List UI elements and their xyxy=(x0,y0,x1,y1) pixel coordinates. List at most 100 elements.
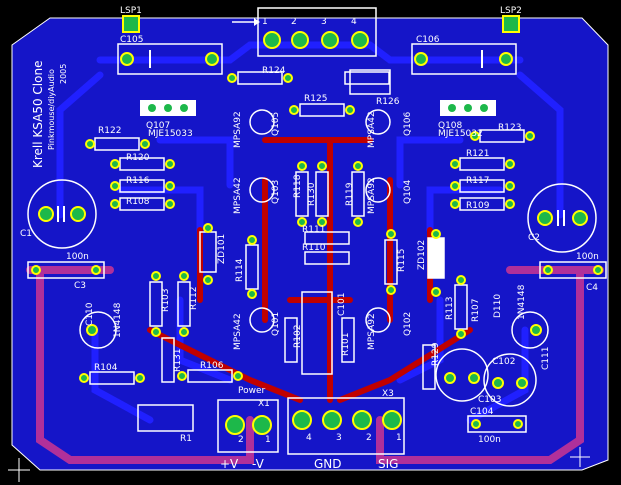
label-x3-pin1: 1 xyxy=(396,433,402,443)
label-lsp2: LSP2 xyxy=(500,6,522,16)
label-mpsa42c: MPSA42 xyxy=(233,313,243,350)
trimpot-r1 xyxy=(137,404,194,432)
top-copper-traces xyxy=(147,137,473,403)
label-r101: R101 xyxy=(341,333,351,356)
label-c103: C103 xyxy=(478,395,501,405)
label-r131: R131 xyxy=(173,349,183,372)
label-r107: R107 xyxy=(471,299,481,322)
label-r108: R108 xyxy=(126,197,150,207)
label-gnd: GND xyxy=(314,457,342,471)
label-r124: R124 xyxy=(262,66,286,76)
label-r104: R104 xyxy=(94,363,118,373)
capacitor-c111 xyxy=(511,311,549,349)
label-x3: X3 xyxy=(382,389,394,399)
connector-x1 xyxy=(217,399,279,453)
label-x1-pin2: 2 xyxy=(238,435,244,445)
label-1n4148-right: 1N4148 xyxy=(517,284,527,320)
label-r113: R113 xyxy=(445,297,455,320)
label-x3-pin3: 3 xyxy=(336,433,342,443)
label-q102: Q102 xyxy=(403,312,413,336)
label-q103: Q103 xyxy=(271,180,281,204)
label-x3-pin2: 2 xyxy=(366,433,372,443)
label-q101: Q101 xyxy=(271,312,281,336)
label-r126: R126 xyxy=(376,97,400,107)
label-c106: C106 xyxy=(416,35,440,45)
label-c104: C104 xyxy=(470,407,494,417)
label-c1: C1 xyxy=(20,229,32,239)
label-mje15032: MJE15032 xyxy=(438,129,483,139)
label-c4: C4 xyxy=(586,283,598,293)
connector-x3 xyxy=(287,397,405,455)
label-q104: Q104 xyxy=(403,179,413,204)
pad-lsp1 xyxy=(122,15,140,33)
input-connector xyxy=(232,7,377,57)
capacitor-c105 xyxy=(117,43,223,75)
label-mpsa42b: MPSA42 xyxy=(233,177,243,214)
capacitor-c4 xyxy=(539,261,607,279)
label-c3: C3 xyxy=(74,281,86,291)
label-r117: R117 xyxy=(466,176,489,186)
label-100n-bottom: 100n xyxy=(478,435,501,445)
capacitor-c102 xyxy=(435,348,489,402)
label-zd101: ZD101 xyxy=(217,234,227,264)
label-r121: R121 xyxy=(466,149,489,159)
label-r119: R119 xyxy=(345,182,355,206)
label-x1: X1 xyxy=(258,399,270,409)
label-r103: R103 xyxy=(161,289,171,312)
label-pin1: 1 xyxy=(262,17,268,27)
label-r1: R1 xyxy=(180,434,192,444)
label-mpsa92b: MPSA92 xyxy=(367,177,377,214)
label-x1-pin1: 1 xyxy=(265,435,271,445)
label-c110: C110 xyxy=(85,302,95,326)
label-mje15033: MJE15033 xyxy=(148,129,193,139)
label-r118: R118 xyxy=(293,174,303,198)
label-r130: R130 xyxy=(307,182,317,206)
label-minus-v: -V xyxy=(252,457,265,471)
label-mpsa92c: MPSA92 xyxy=(367,313,377,350)
label-r125: R125 xyxy=(304,94,327,104)
corner-registration-marks xyxy=(8,447,590,482)
label-c111: C111 xyxy=(541,347,551,370)
capacitor-c2 xyxy=(527,183,597,253)
label-d110: D110 xyxy=(493,294,503,318)
label-r102: R102 xyxy=(293,325,303,348)
label-pin3: 3 xyxy=(321,17,327,27)
label-r122: R122 xyxy=(98,126,121,136)
label-q108: Q108 xyxy=(438,121,463,131)
capacitor-c101 xyxy=(301,291,333,375)
label-lsp1: LSP1 xyxy=(120,6,142,16)
small-transistors xyxy=(249,109,391,333)
title-line-1: Krell KSA50 Clone xyxy=(31,61,45,168)
label-power: Power xyxy=(238,386,266,396)
vias xyxy=(31,73,603,429)
label-c105: C105 xyxy=(120,35,143,45)
label-c101: C101 xyxy=(337,293,347,316)
label-pin4: 4 xyxy=(351,17,357,27)
label-r114: R114 xyxy=(235,258,245,282)
label-c102: C102 xyxy=(492,357,515,367)
label-c2: C2 xyxy=(528,233,540,243)
capacitor-c110 xyxy=(79,311,117,349)
label-r129: R129 xyxy=(431,342,441,366)
capacitor-c106 xyxy=(411,43,517,75)
label-x3-pin4: 4 xyxy=(306,433,312,443)
label-r120: R120 xyxy=(126,153,150,163)
label-r109: R109 xyxy=(466,201,490,211)
pad-lsp2 xyxy=(502,15,520,33)
label-mpsa42a: MPSA42 xyxy=(367,111,377,148)
label-sig: SIG xyxy=(378,457,398,471)
transistor-q108 xyxy=(440,100,496,116)
silkscreen-labels: Krell KSA50 Clone Pinkmouse/diyAudio 200… xyxy=(20,6,599,471)
trimpot-top xyxy=(349,69,391,95)
capacitor-c1 xyxy=(27,179,97,249)
label-1n4148-left: 1N4148 xyxy=(113,302,123,338)
title-line-2: Pinkmouse/diyAudio xyxy=(47,69,56,150)
transistor-q107 xyxy=(140,100,196,116)
label-r115: R115 xyxy=(397,249,407,272)
label-r111: R111 xyxy=(302,225,325,235)
capacitor-c3 xyxy=(27,261,105,279)
label-zd102: ZD102 xyxy=(417,240,427,270)
capacitor-c103 xyxy=(483,353,537,407)
label-100n-right: 100n xyxy=(576,252,599,262)
